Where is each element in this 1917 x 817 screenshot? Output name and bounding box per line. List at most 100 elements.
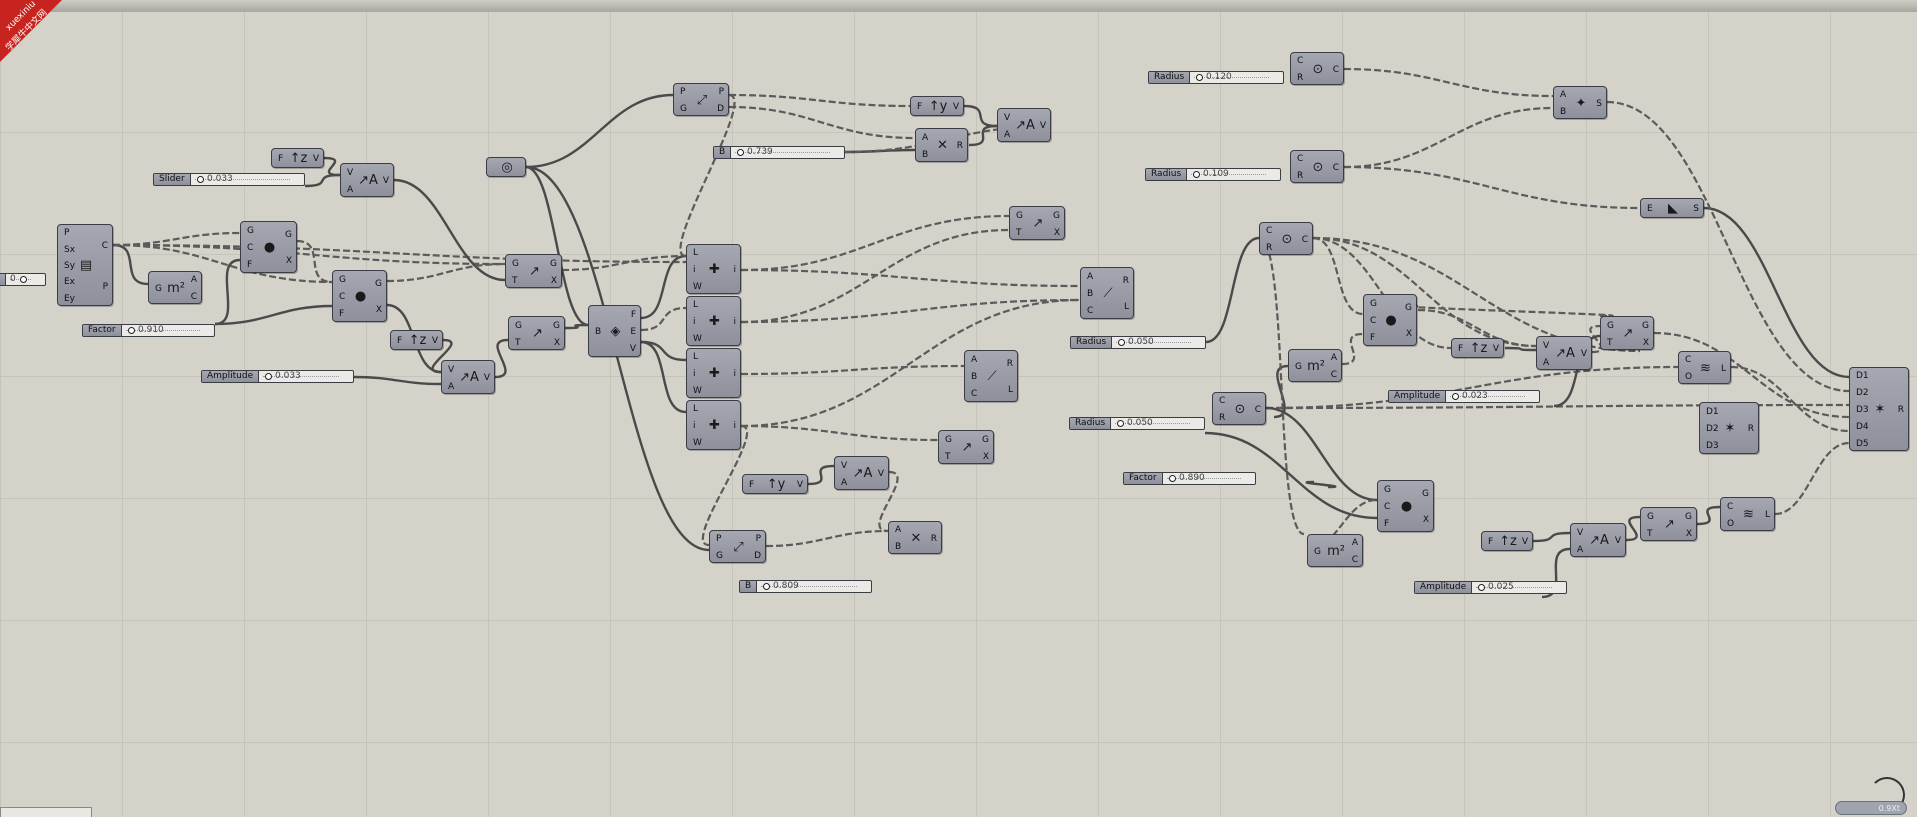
input-pin-V[interactable]: V bbox=[841, 460, 848, 471]
input-pin-F[interactable]: F bbox=[1488, 537, 1494, 547]
input-pin-V[interactable]: V bbox=[1577, 527, 1584, 538]
slider-knob[interactable] bbox=[1193, 171, 1200, 178]
slider-track[interactable] bbox=[1194, 77, 1269, 78]
output-pin-V[interactable]: V bbox=[312, 154, 319, 164]
output-pin-S[interactable]: S bbox=[1596, 98, 1602, 109]
output-pin-X[interactable]: X bbox=[553, 337, 560, 348]
slider-track[interactable] bbox=[1115, 423, 1190, 424]
input-pin-A[interactable]: A bbox=[347, 184, 354, 195]
input-pin-i[interactable]: i bbox=[693, 421, 696, 431]
input-pin-G[interactable]: G bbox=[512, 258, 519, 269]
input-pin-O[interactable]: O bbox=[1727, 518, 1735, 529]
input-pin-W[interactable]: W bbox=[693, 437, 702, 448]
zoom-level[interactable]: 0.9Xt bbox=[1835, 801, 1907, 815]
output-pin-C[interactable]: C bbox=[1254, 404, 1261, 415]
input-pin-B[interactable]: B bbox=[1560, 106, 1567, 117]
input-pin-A[interactable]: A bbox=[895, 525, 902, 536]
input-pin-i[interactable]: i bbox=[693, 317, 696, 327]
output-pin-C[interactable]: C bbox=[190, 291, 197, 302]
output-pin-A[interactable]: A bbox=[190, 275, 197, 286]
slider-track[interactable] bbox=[761, 586, 857, 587]
input-pin-P[interactable]: P bbox=[64, 228, 70, 239]
input-pin-G[interactable]: G bbox=[1016, 210, 1023, 221]
input-pin-C[interactable]: C bbox=[1370, 316, 1377, 326]
output-pin-P[interactable]: P bbox=[755, 534, 761, 545]
output-pin-A[interactable]: A bbox=[1351, 538, 1358, 549]
input-pin-D1[interactable]: D1 bbox=[1706, 406, 1719, 417]
input-pin-A[interactable]: A bbox=[1577, 544, 1584, 555]
input-pin-V[interactable]: V bbox=[347, 167, 354, 178]
input-pin-W[interactable]: W bbox=[693, 281, 702, 292]
output-pin-V[interactable]: V bbox=[796, 480, 803, 490]
input-pin-B[interactable]: B bbox=[971, 372, 978, 382]
output-pin-G[interactable]: G bbox=[375, 279, 382, 289]
input-pin-F[interactable]: F bbox=[1370, 333, 1376, 344]
input-pin-T[interactable]: T bbox=[1607, 337, 1613, 348]
input-pin-G[interactable]: G bbox=[339, 274, 346, 285]
input-pin-G[interactable]: G bbox=[1295, 361, 1302, 372]
slider-track[interactable] bbox=[1167, 478, 1241, 479]
output-pin-G[interactable]: G bbox=[1053, 210, 1060, 221]
slider-track[interactable] bbox=[735, 152, 830, 153]
slider-track[interactable] bbox=[126, 330, 200, 331]
input-pin-Ex[interactable]: Ex bbox=[64, 277, 76, 288]
output-pin-C[interactable]: C bbox=[101, 240, 108, 251]
slider-track[interactable] bbox=[1191, 174, 1266, 175]
output-pin-X[interactable]: X bbox=[285, 256, 292, 266]
output-pin-E[interactable]: E bbox=[630, 327, 636, 337]
input-pin-F[interactable]: F bbox=[278, 154, 284, 164]
input-pin-C[interactable]: C bbox=[1727, 501, 1734, 512]
zoom-dial-icon[interactable] bbox=[1869, 777, 1905, 813]
output-pin-C[interactable]: C bbox=[1332, 64, 1339, 75]
input-pin-Sx[interactable]: Sx bbox=[64, 244, 76, 255]
slider-knob[interactable] bbox=[197, 176, 204, 183]
input-pin-F[interactable]: F bbox=[749, 480, 755, 490]
output-pin-P[interactable]: P bbox=[718, 87, 724, 98]
input-pin-C[interactable]: C bbox=[1384, 502, 1391, 512]
output-pin-X[interactable]: X bbox=[1422, 515, 1429, 525]
input-pin-G[interactable]: G bbox=[1607, 320, 1614, 331]
input-pin-R[interactable]: R bbox=[1297, 72, 1304, 83]
output-pin-V[interactable]: V bbox=[431, 336, 438, 346]
output-pin-V[interactable]: V bbox=[629, 344, 636, 355]
output-pin-i[interactable]: i bbox=[733, 317, 736, 327]
input-pin-W[interactable]: W bbox=[693, 333, 702, 344]
output-pin-G[interactable]: G bbox=[982, 434, 989, 445]
slider-track[interactable] bbox=[1116, 342, 1191, 343]
input-pin-O[interactable]: O bbox=[1685, 371, 1693, 382]
input-pin-i[interactable]: i bbox=[693, 369, 696, 379]
output-pin-V[interactable]: V bbox=[1580, 349, 1587, 359]
output-pin-S[interactable]: S bbox=[1693, 204, 1699, 214]
input-pin-T[interactable]: T bbox=[515, 337, 521, 348]
input-pin-A[interactable]: A bbox=[841, 477, 848, 488]
output-pin-R[interactable]: R bbox=[1747, 424, 1754, 434]
input-pin-D3[interactable]: D3 bbox=[1706, 441, 1719, 452]
input-pin-W[interactable]: W bbox=[693, 385, 702, 396]
input-pin-E[interactable]: E bbox=[1647, 204, 1653, 214]
input-pin-Sy[interactable]: Sy bbox=[64, 261, 76, 271]
input-pin-C[interactable]: C bbox=[1685, 355, 1692, 366]
input-pin-A[interactable]: A bbox=[1087, 271, 1094, 282]
